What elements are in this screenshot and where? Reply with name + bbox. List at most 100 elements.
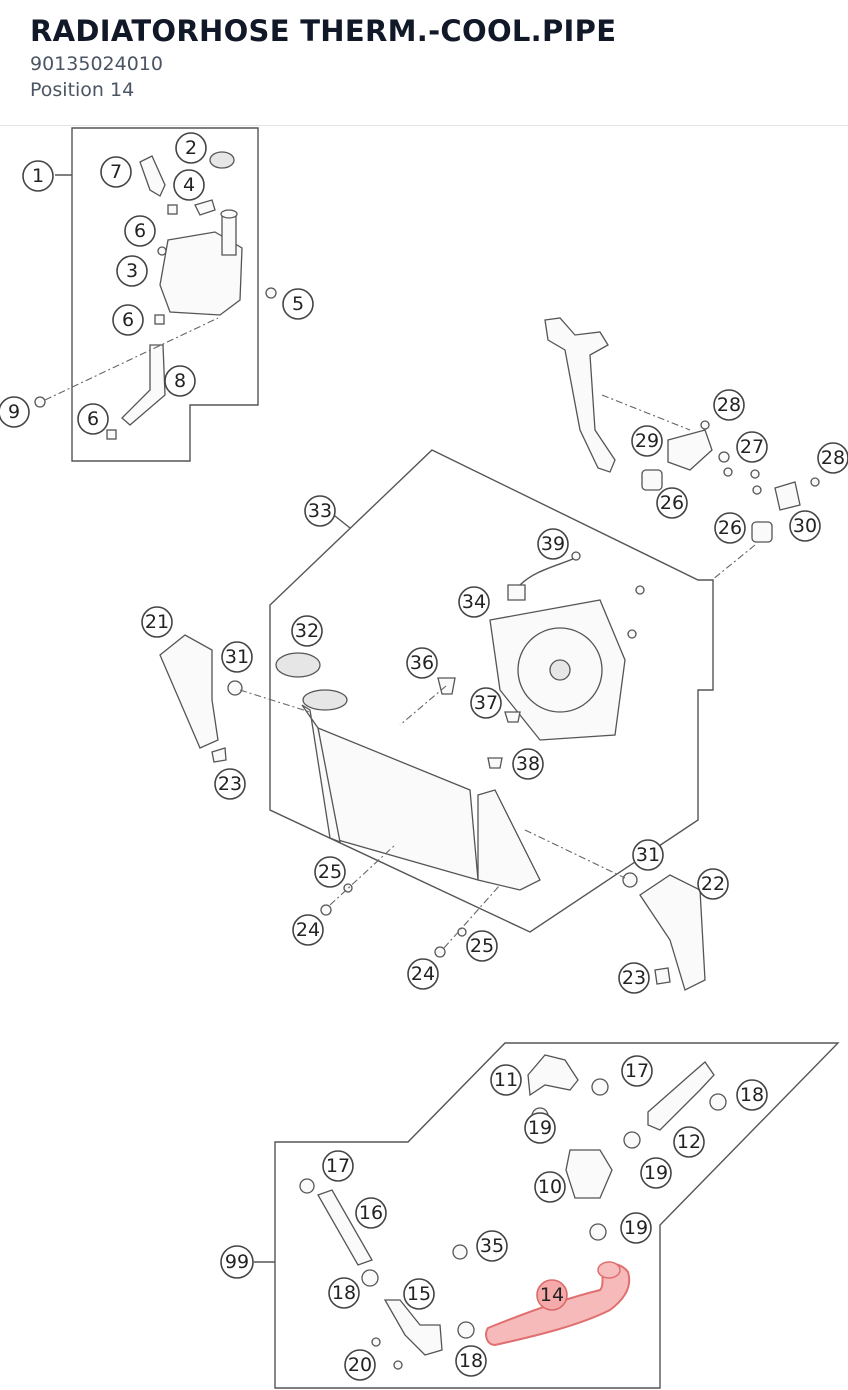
callout-17-b[interactable]: 17 [322, 1150, 354, 1182]
hose-11 [527, 1054, 579, 1097]
callout-29[interactable]: 29 [631, 425, 663, 457]
svg-text:6: 6 [122, 309, 134, 331]
callout-21[interactable]: 21 [141, 606, 173, 638]
callout-37[interactable]: 37 [470, 687, 502, 719]
svg-text:4: 4 [183, 174, 195, 196]
callout-16[interactable]: 16 [355, 1197, 387, 1229]
callout-24-a[interactable]: 24 [292, 914, 324, 946]
callout-25-b[interactable]: 25 [466, 930, 498, 962]
callout-28-a[interactable]: 28 [713, 389, 745, 421]
callout-23-a[interactable]: 23 [214, 768, 246, 800]
callout-6-b[interactable]: 6 [112, 304, 144, 336]
part-position: Position 14 [30, 79, 135, 101]
svg-text:21: 21 [145, 611, 169, 633]
callout-10[interactable]: 10 [534, 1171, 566, 1203]
callout-9[interactable]: 9 [0, 396, 30, 428]
callout-14-highlighted[interactable]: 14 [536, 1279, 568, 1311]
callout-22[interactable]: 22 [697, 868, 729, 900]
svg-text:25: 25 [470, 935, 494, 957]
callout-7[interactable]: 7 [100, 156, 132, 188]
callout-15[interactable]: 15 [403, 1278, 435, 1310]
callout-20[interactable]: 20 [344, 1349, 376, 1381]
svg-text:28: 28 [717, 394, 741, 416]
pipe-15 [383, 1299, 443, 1356]
svg-text:6: 6 [134, 220, 146, 242]
callout-39[interactable]: 39 [537, 528, 569, 560]
callout-11[interactable]: 11 [490, 1064, 522, 1096]
callout-1[interactable]: 1 [22, 160, 54, 192]
hose-16 [317, 1189, 373, 1266]
svg-text:38: 38 [516, 753, 540, 775]
part-title: RADIATORHOSE THERM.-COOL.PIPE [30, 14, 617, 48]
svg-text:26: 26 [718, 517, 742, 539]
svg-text:17: 17 [326, 1155, 350, 1177]
callout-31-b[interactable]: 31 [632, 839, 664, 871]
svg-text:26: 26 [660, 492, 684, 514]
callout-99[interactable]: 99 [220, 1245, 254, 1279]
svg-text:31: 31 [636, 844, 660, 866]
svg-text:18: 18 [740, 1084, 764, 1106]
svg-text:99: 99 [225, 1251, 249, 1273]
callout-33[interactable]: 33 [304, 495, 336, 527]
callout-30[interactable]: 30 [789, 510, 821, 542]
svg-text:22: 22 [701, 873, 725, 895]
svg-text:20: 20 [348, 1354, 372, 1376]
tank-hose-bottom [121, 344, 166, 426]
radiator-cap [275, 652, 321, 678]
callout-25-a[interactable]: 25 [314, 856, 346, 888]
svg-text:36: 36 [410, 652, 434, 674]
svg-text:12: 12 [677, 1131, 701, 1153]
svg-text:3: 3 [126, 260, 138, 282]
svg-text:35: 35 [480, 1235, 504, 1257]
svg-text:27: 27 [740, 436, 764, 458]
callout-19-c[interactable]: 19 [620, 1212, 652, 1244]
callout-4[interactable]: 4 [173, 169, 205, 201]
callout-3[interactable]: 3 [116, 255, 148, 287]
callout-19-a[interactable]: 19 [524, 1112, 556, 1144]
part-number: 90135024010 [30, 53, 163, 75]
callout-31-a[interactable]: 31 [221, 641, 253, 673]
thermostat-housing [565, 1149, 613, 1199]
svg-text:37: 37 [474, 692, 498, 714]
callout-35[interactable]: 35 [476, 1230, 508, 1262]
radiator-group [269, 449, 714, 958]
callout-12[interactable]: 12 [673, 1126, 705, 1158]
svg-text:7: 7 [110, 161, 122, 183]
svg-text:8: 8 [174, 370, 186, 392]
callout-8[interactable]: 8 [164, 365, 196, 397]
callout-36[interactable]: 36 [406, 647, 438, 679]
callout-28-b[interactable]: 28 [817, 442, 848, 474]
callout-19-b[interactable]: 19 [640, 1157, 672, 1189]
svg-text:24: 24 [296, 919, 320, 941]
callout-27[interactable]: 27 [736, 431, 768, 463]
callout-34[interactable]: 34 [458, 586, 490, 618]
bracket-group [544, 317, 820, 581]
svg-text:17: 17 [625, 1060, 649, 1082]
svg-text:25: 25 [318, 861, 342, 883]
callout-26-a[interactable]: 26 [656, 487, 688, 519]
callout-17-a[interactable]: 17 [621, 1055, 653, 1087]
callout-32[interactable]: 32 [291, 615, 323, 647]
svg-text:18: 18 [332, 1282, 356, 1304]
svg-text:31: 31 [225, 646, 249, 668]
callout-6-c[interactable]: 6 [77, 403, 109, 435]
callout-38[interactable]: 38 [512, 748, 544, 780]
callout-2[interactable]: 2 [175, 132, 207, 164]
svg-text:39: 39 [541, 533, 565, 555]
callout-18-a[interactable]: 18 [736, 1079, 768, 1111]
callout-18-c[interactable]: 18 [455, 1345, 487, 1377]
svg-text:19: 19 [624, 1217, 648, 1239]
mounting-bracket [544, 317, 616, 473]
callout-5[interactable]: 5 [282, 288, 314, 320]
callout-6-a[interactable]: 6 [124, 215, 156, 247]
callout-18-b[interactable]: 18 [328, 1277, 360, 1309]
tank-cap [209, 151, 235, 169]
callout-26-b[interactable]: 26 [714, 512, 746, 544]
svg-text:19: 19 [528, 1117, 552, 1139]
svg-text:29: 29 [635, 430, 659, 452]
callout-24-b[interactable]: 24 [407, 958, 439, 990]
tank-group [34, 127, 277, 462]
callout-23-b[interactable]: 23 [618, 962, 650, 994]
svg-text:33: 33 [308, 500, 332, 522]
svg-text:19: 19 [644, 1162, 668, 1184]
